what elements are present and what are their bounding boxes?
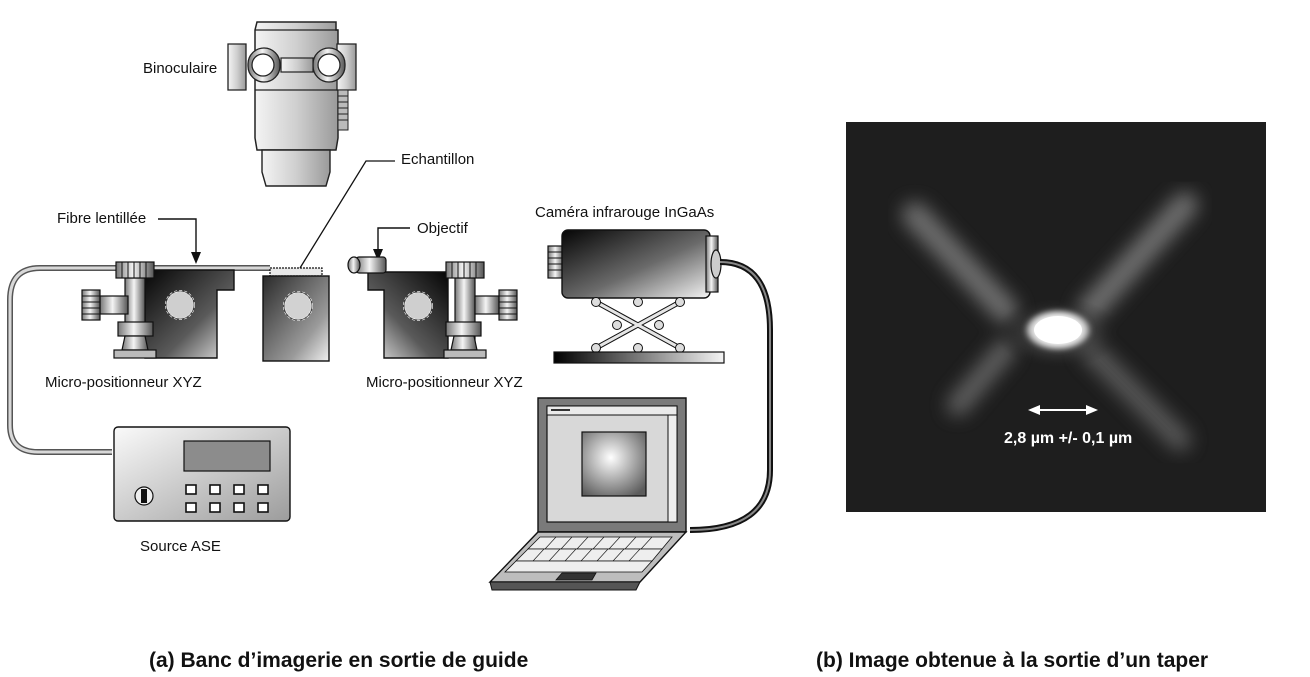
label-binoculaire: Binoculaire	[143, 60, 217, 77]
infrared-image	[846, 122, 1266, 512]
label-objectif: Objectif	[417, 220, 469, 237]
objectif-leader	[377, 227, 410, 252]
measurement-arrow	[1028, 405, 1098, 415]
micro-positionneur-left	[81, 261, 235, 359]
sample-holder	[262, 267, 330, 362]
caption-b: (b) Image obtenue à la sortie d’un taper	[816, 649, 1208, 672]
label-fibre: Fibre lentillée	[57, 210, 146, 227]
camera-cable	[689, 259, 773, 533]
label-micro-left: Micro-positionneur XYZ	[45, 374, 202, 391]
binoculaire	[227, 21, 357, 187]
label-camera: Caméra infrarouge InGaAs	[535, 204, 714, 221]
camera-infrarouge	[547, 229, 725, 364]
caption-a: (a) Banc d’imagerie en sortie de guide	[149, 649, 528, 672]
fibre-leader	[158, 218, 197, 255]
label-micro-right: Micro-positionneur XYZ	[366, 374, 523, 391]
fibre-arrow-icon	[191, 252, 201, 264]
micro-positionneur-right	[347, 256, 518, 359]
label-echantillon: Echantillon	[401, 151, 474, 168]
laptop	[488, 397, 688, 591]
objectif-arrow-icon	[373, 249, 383, 261]
measurement-label: 2,8 µm +/- 0,1 µm	[1004, 430, 1132, 447]
echantillon-leader	[299, 160, 395, 269]
label-source: Source ASE	[140, 538, 221, 555]
source-ase	[113, 426, 291, 522]
